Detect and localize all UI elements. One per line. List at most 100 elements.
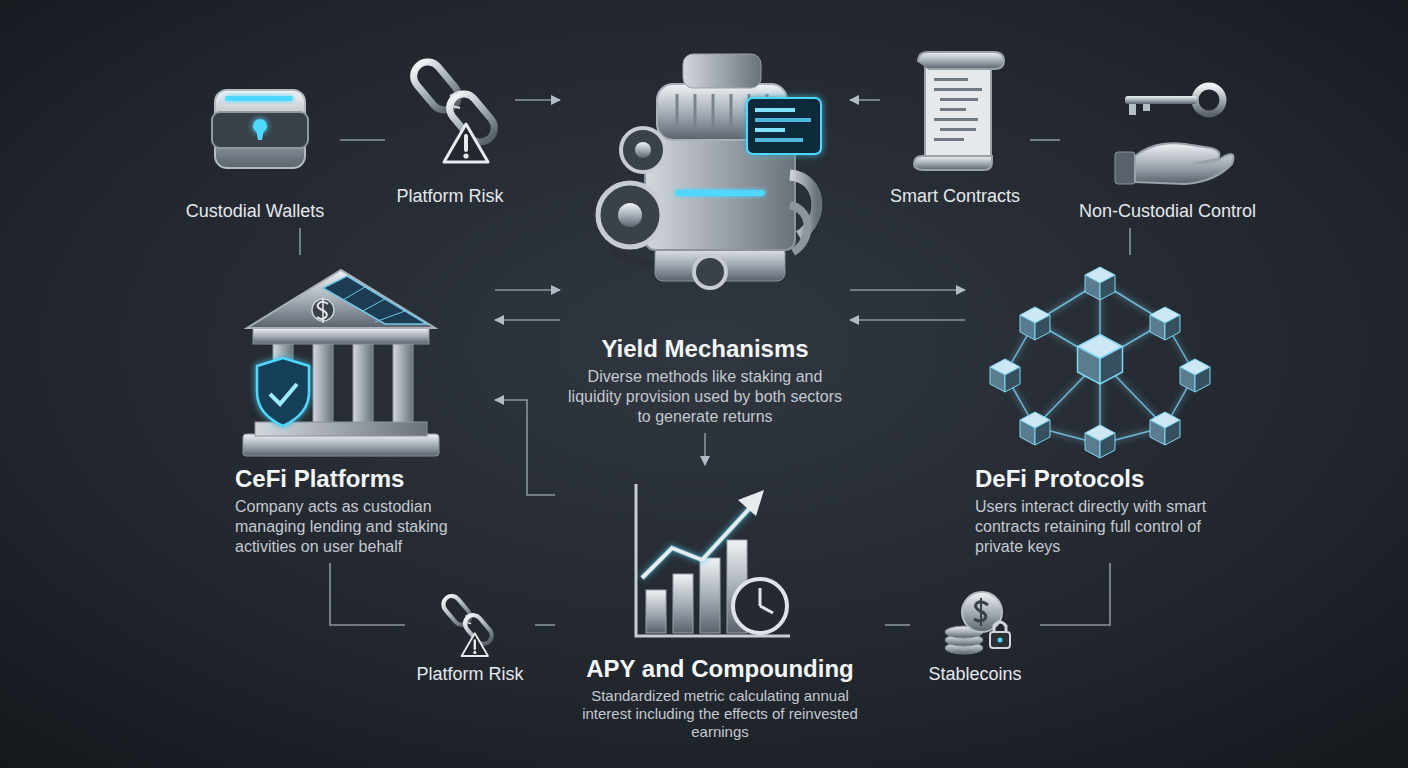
- bank-icon-part: [322, 298, 324, 323]
- key-hand-icon-part: [1195, 86, 1223, 114]
- connector: [535, 624, 555, 626]
- wallet-icon-part: [212, 112, 308, 148]
- connector: [1129, 228, 1131, 255]
- connector: [1030, 139, 1060, 141]
- node-body: Standardized metric calculating annual i…: [565, 687, 875, 741]
- stablecoin-icon-part: [994, 622, 1006, 632]
- icon-node: Smart Contracts: [880, 45, 1030, 213]
- network-icon-part: [1020, 307, 1050, 340]
- growth-chart-icon-part: [636, 484, 790, 636]
- stablecoin-icon-part: [980, 598, 982, 626]
- icon-node: Custodial Wallets: [170, 65, 340, 228]
- bank-icon-part: [361, 299, 385, 312]
- connector: [1040, 563, 1110, 625]
- engine-icon-part: [683, 54, 761, 88]
- smart-contract-scroll-icon-part: [934, 78, 968, 81]
- art-part: [440, 593, 495, 656]
- node-label: Platform Risk: [390, 185, 510, 207]
- engine-icon-part: [712, 94, 715, 130]
- bank-icon-part: [270, 384, 297, 404]
- engine-icon-part: [730, 94, 733, 130]
- engine-icon-part: [675, 190, 765, 196]
- concept-node: Yield MechanismsDiverse methods like sta…: [560, 30, 850, 433]
- growth-chart-icon-part: [673, 574, 693, 633]
- connector: [704, 433, 706, 465]
- network-icon-part: [1020, 412, 1050, 445]
- engine-icon-part: [694, 94, 697, 130]
- bank-icon-part: [393, 344, 413, 422]
- network-icon-part: [1005, 282, 1195, 444]
- key-hand-icon-part: [1135, 143, 1233, 184]
- bank-icon: [243, 270, 439, 456]
- engine-icon-part: [618, 203, 642, 227]
- art-part: [408, 56, 500, 162]
- engine-icon-part: [747, 98, 821, 154]
- smart-contract-scroll-icon-part: [934, 138, 964, 141]
- engine-icon-part: [635, 142, 651, 158]
- key-hand-icon-part: [1143, 104, 1150, 111]
- engine-icon-part: [598, 183, 662, 247]
- engine-icon-part: [755, 128, 785, 132]
- concept-node: CeFi PlatformsCompany acts as custodian …: [225, 255, 495, 563]
- node-body: Users interact directly with smart contr…: [975, 497, 1225, 557]
- connector: [850, 319, 965, 321]
- key-hand-icon-part: [1129, 104, 1136, 115]
- smart-contract-scroll-icon-part: [940, 98, 978, 101]
- growth-chart-icon-part: [760, 606, 773, 613]
- growth-chart-icon-part: [733, 579, 787, 633]
- network-icon-part: [990, 359, 1020, 392]
- stablecoin-icon-part: [962, 592, 1002, 632]
- bank-icon-part: [375, 311, 405, 322]
- network-icon-part: [1085, 425, 1115, 458]
- growth-chart-icon: [636, 484, 790, 636]
- connector: [330, 563, 405, 625]
- smart-contract-scroll-icon-part: [940, 108, 966, 111]
- connector: [340, 139, 385, 141]
- wallet-icon: [212, 90, 308, 168]
- smart-contract-scroll-icon: [914, 52, 1004, 170]
- network-icon-part: [1150, 307, 1180, 340]
- growth-chart-icon-part: [700, 558, 720, 633]
- bank-icon-part: [247, 270, 435, 328]
- node-heading: Yield Mechanisms: [566, 335, 844, 363]
- bank-icon-part: [257, 358, 309, 426]
- key-hand-icon-part: [1115, 152, 1135, 184]
- wallet-icon-part: [225, 96, 293, 101]
- bank-icon-part: [323, 276, 427, 324]
- connector: [515, 99, 560, 101]
- smart-contract-scroll-icon-part: [934, 88, 982, 91]
- key-hand-icon-part: [1125, 96, 1197, 104]
- key-hand-icon: [1115, 86, 1233, 184]
- network-icon-part: [1085, 267, 1115, 300]
- icon-node: Non-Custodial Control: [1060, 65, 1275, 228]
- node-label: Stablecoins: [915, 663, 1035, 685]
- concept-node: APY and CompoundingStandardized metric c…: [555, 465, 885, 747]
- smart-contract-scroll-icon-part: [914, 156, 992, 170]
- engine-icon-part: [694, 256, 726, 288]
- engine-icon-part: [621, 128, 665, 172]
- icon-node: Platform Risk: [405, 585, 535, 691]
- concept-node: DeFi ProtocolsUsers interact directly wi…: [965, 255, 1235, 563]
- smart-contract-scroll-icon-part: [925, 60, 991, 158]
- stablecoin-icon-part: [998, 638, 1003, 643]
- node-heading: DeFi Protocols: [975, 465, 1225, 493]
- network-icon-part: [1150, 412, 1180, 445]
- smart-contract-scroll-icon-part: [934, 118, 978, 121]
- node-heading: CeFi Platforms: [235, 465, 485, 493]
- connector: [495, 289, 560, 291]
- engine-icon-part: [755, 118, 811, 122]
- smart-contract-scroll-icon-part: [940, 128, 976, 131]
- engine-icon-part: [755, 138, 803, 142]
- node-body: Company acts as custodian managing lendi…: [235, 497, 485, 557]
- stablecoin-icon-part: [990, 632, 1010, 648]
- node-heading: APY and Compounding: [565, 655, 875, 683]
- connector: [495, 400, 555, 495]
- engine-icon-part: [790, 205, 808, 252]
- growth-chart-icon-part: [642, 508, 750, 578]
- engine-icon-part: [755, 108, 795, 112]
- node-body: Diverse methods like staking and liquidi…: [566, 367, 844, 427]
- wallet-icon-part: [256, 129, 264, 140]
- bank-icon-part: [343, 287, 365, 300]
